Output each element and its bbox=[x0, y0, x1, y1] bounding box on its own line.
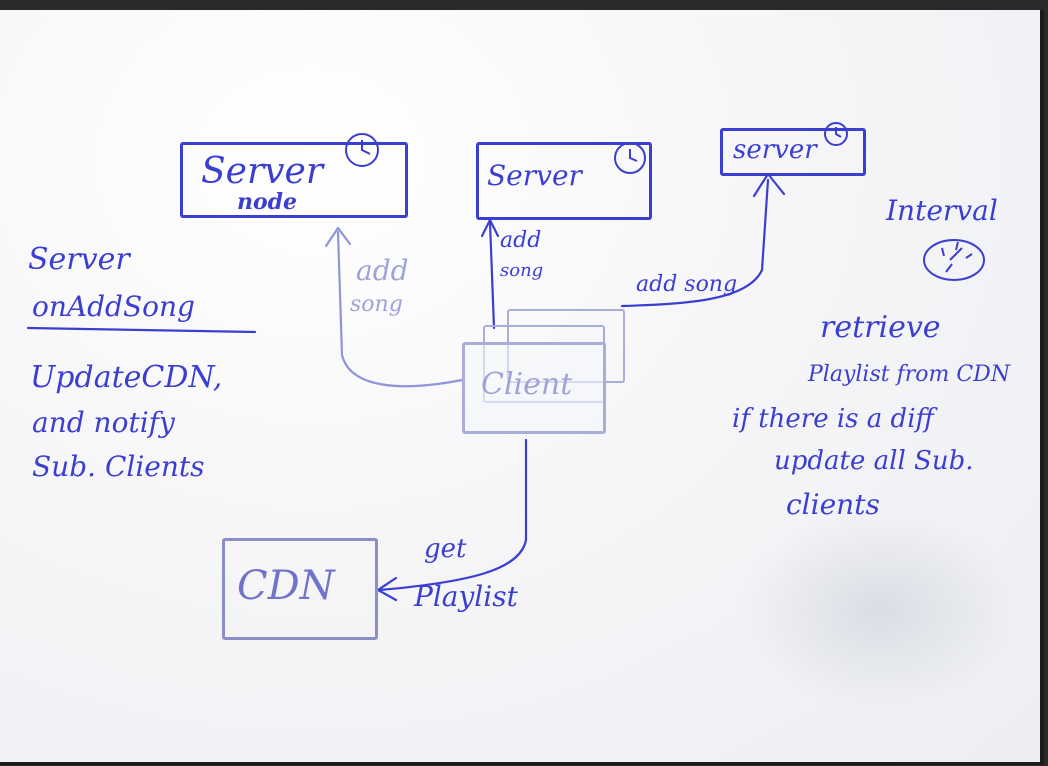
arrowhead-server-right bbox=[752, 172, 786, 198]
arrowhead-server-middle bbox=[480, 218, 500, 238]
edge-label-get: get bbox=[424, 534, 467, 564]
client-label: Client bbox=[481, 367, 573, 402]
server-middle-label: Server bbox=[487, 159, 582, 192]
edge-label-add: add bbox=[356, 254, 409, 287]
arrow-client-to-server-middle bbox=[488, 220, 496, 330]
arrow-client-to-cdn bbox=[378, 438, 528, 592]
edge-label-add-middle: add bbox=[500, 228, 542, 253]
arrowhead-cdn bbox=[376, 576, 398, 602]
notes-underline bbox=[26, 326, 257, 334]
cdn-label: CDN bbox=[237, 563, 335, 609]
left-notes-title: Server bbox=[28, 242, 130, 277]
light-glare bbox=[740, 510, 1020, 710]
arrowhead-server-node bbox=[324, 226, 352, 248]
server-node-label: Server bbox=[201, 151, 324, 192]
right-notes-line5: clients bbox=[786, 488, 880, 521]
right-notes-line3: if there is a diff bbox=[732, 404, 934, 434]
server-node-box: Server node bbox=[180, 142, 408, 218]
left-notes-line3: Sub. Clients bbox=[32, 450, 205, 483]
edge-label-add-song-right: add song bbox=[636, 272, 738, 297]
edge-label-song-middle: song bbox=[500, 260, 544, 281]
left-notes-subtitle: onAddSong bbox=[32, 290, 195, 323]
left-notes-line1: UpdateCDN, bbox=[30, 360, 223, 395]
arrow-client-to-server-right bbox=[620, 178, 770, 308]
arrow-client-to-server-node bbox=[336, 230, 464, 388]
clock-icon bbox=[923, 239, 985, 281]
right-notes-line1: retrieve bbox=[820, 310, 941, 345]
right-notes-line2: Playlist from CDN bbox=[808, 362, 1011, 387]
right-notes-title: Interval bbox=[886, 194, 998, 227]
cdn-box: CDN bbox=[222, 538, 378, 640]
server-right-label: server bbox=[733, 135, 817, 165]
client-box: Client bbox=[462, 342, 606, 434]
edge-label-song: song bbox=[350, 292, 403, 317]
edge-label-playlist: Playlist bbox=[414, 580, 518, 613]
whiteboard: Server node Server server Client CDN add… bbox=[0, 10, 1044, 765]
right-notes-line4: update all Sub. bbox=[774, 446, 974, 476]
server-middle-box: Server bbox=[476, 142, 652, 220]
server-node-sublabel: node bbox=[237, 189, 298, 215]
server-right-box: server bbox=[720, 128, 866, 176]
left-notes-line2: and notify bbox=[32, 406, 175, 439]
